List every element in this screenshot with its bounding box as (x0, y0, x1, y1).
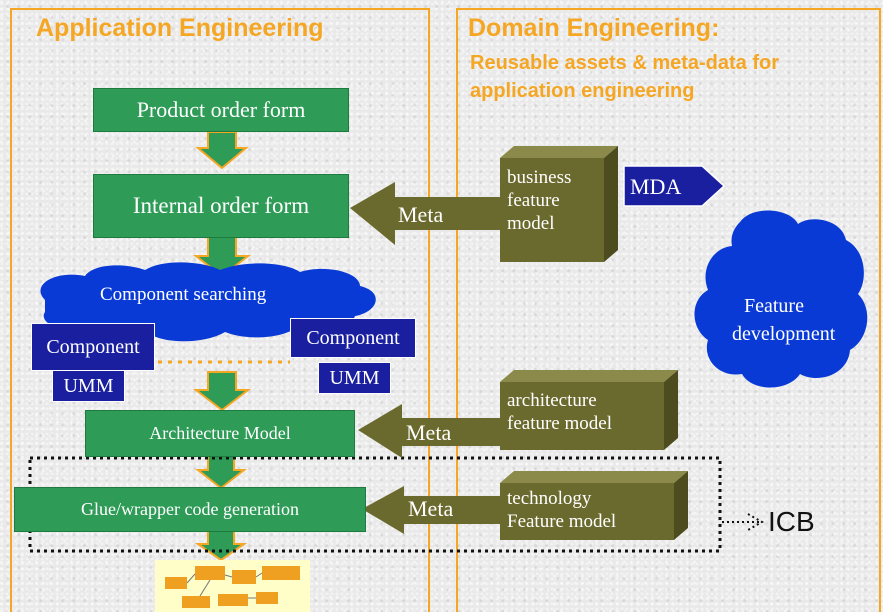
application-engineering-title: Application Engineering (36, 14, 324, 42)
domain-engineering-panel (456, 8, 881, 612)
feature-development-label: Feature development (732, 292, 835, 348)
right-umm-box: UMM (318, 362, 391, 394)
mda-label: MDA (630, 174, 682, 199)
meta-arrow-1 (350, 182, 500, 245)
down-arrow-3 (193, 371, 251, 412)
architecture-feature-model-box (500, 370, 678, 450)
right-component-box: Component (290, 318, 416, 358)
left-component-box: Component (31, 323, 155, 371)
application-engineering-panel (10, 8, 430, 612)
meta-label-technology: Meta (408, 496, 454, 521)
mda-arrow (623, 165, 726, 207)
feature-development-line-1: Feature (744, 295, 804, 317)
technology-feature-model-label: technology Feature model (507, 487, 616, 533)
domain-engineering-subtitle-1: Reusable assets & meta-data for (470, 52, 780, 74)
feature-development-line-2: development (732, 323, 836, 345)
meta-arrow-2 (358, 404, 500, 458)
icb-label: ICB (768, 506, 815, 537)
output-component-diagram (155, 560, 310, 612)
icb-pointer (722, 513, 765, 531)
technology-feature-model-box (500, 471, 688, 540)
product-order-form-box: Product order form (93, 88, 349, 132)
architecture-feature-model-label: architecture feature model (507, 389, 612, 435)
glue-code-generation-box: Glue/wrapper code generation (14, 487, 366, 532)
technology-line-1: technology (507, 488, 592, 509)
internal-order-form-box: Internal order form (93, 174, 349, 238)
business-feature-model-label: business feature model (507, 166, 571, 235)
meta-label-business: Meta (398, 202, 444, 227)
down-arrow-5 (194, 529, 248, 562)
domain-engineering-title: Domain Engineering: (468, 14, 720, 42)
architecture-line-1: architecture (507, 390, 597, 411)
meta-label-architecture: Meta (406, 420, 452, 445)
meta-arrow-3 (362, 486, 500, 534)
business-line-2: feature (507, 190, 560, 211)
business-line-1: business (507, 167, 572, 188)
technology-line-2: Feature model (507, 511, 617, 532)
business-feature-model-box (500, 146, 618, 262)
down-arrow-4 (195, 454, 247, 490)
domain-engineering-subtitle-2: application engineering (470, 80, 695, 102)
component-searching-label: Component searching (100, 284, 267, 305)
down-arrow-1 (195, 131, 249, 170)
left-umm-box: UMM (52, 370, 125, 402)
feature-development-cloud (694, 210, 868, 388)
business-line-3: model (507, 213, 555, 234)
architecture-model-box: Architecture Model (85, 410, 355, 457)
architecture-line-2: feature model (507, 413, 612, 434)
